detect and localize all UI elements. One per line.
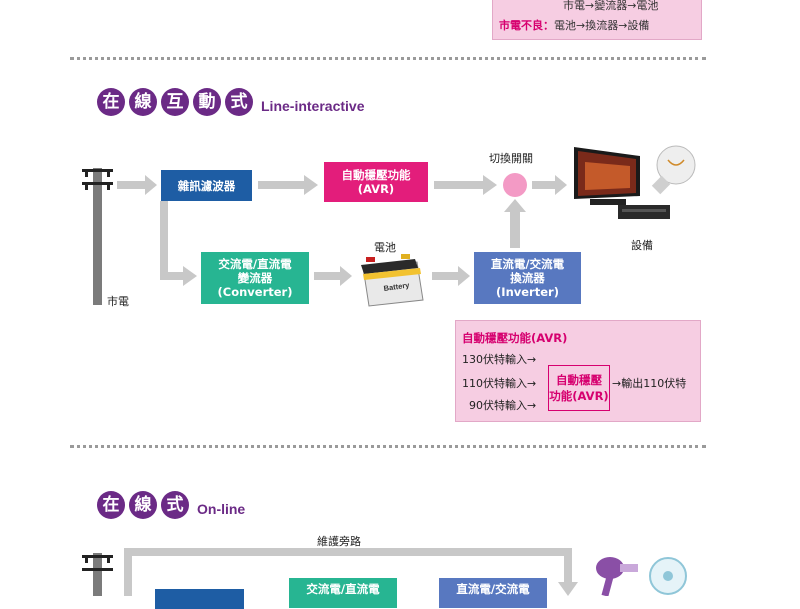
legend-fault-path: 市電不良：電池→換流器→設備 bbox=[499, 19, 650, 32]
utility-pole-icon bbox=[82, 168, 113, 305]
converter-box-2: 交流電/直流電 bbox=[289, 578, 397, 608]
section-divider bbox=[70, 445, 706, 448]
avr-input-110: 110伏特輸入→ bbox=[462, 377, 537, 390]
bypass-label: 維護旁路 bbox=[317, 535, 361, 548]
heading-char: 線 bbox=[129, 491, 157, 519]
avr-box: 自動穩壓功能 (AVR) bbox=[324, 162, 428, 202]
equipment-label: 設備 bbox=[631, 239, 653, 252]
heading-char: 在 bbox=[97, 491, 125, 519]
heading-english: Line-interactive bbox=[261, 98, 365, 114]
avr-output: →輸出110伏特 bbox=[612, 377, 687, 390]
heading-english: On-line bbox=[197, 501, 246, 517]
noise-filter-box-2 bbox=[155, 589, 244, 609]
utility-pole-icon-2 bbox=[82, 553, 113, 596]
flow-arrows bbox=[117, 175, 567, 286]
battery-brand-text: Battery bbox=[383, 280, 411, 293]
legend-normal-path: 市電→變流器→電池 bbox=[563, 0, 659, 12]
avr-input-90: 90伏特輸入→ bbox=[469, 399, 537, 412]
avr-detail-center: 自動穩壓 功能(AVR) bbox=[548, 365, 610, 411]
battery-label: 電池 bbox=[374, 241, 396, 254]
noise-filter-box: 雜訊濾波器 bbox=[161, 170, 252, 201]
battery-icon bbox=[361, 254, 424, 307]
light-bulb-icon bbox=[651, 145, 696, 195]
avr-detail-title: 自動穩壓功能(AVR) bbox=[462, 331, 568, 345]
section1-heading: 在 線 互 動 式 Line-interactive bbox=[97, 88, 364, 116]
avr-detail-box: 自動穩壓功能(AVR) 130伏特輸入→ 110伏特輸入→ 90伏特輸入→ 自動… bbox=[455, 320, 701, 422]
top-legend-box: 市電→變流器→電池 市電不良：電池→換流器→設備 bbox=[492, 0, 702, 40]
fan-icon bbox=[649, 557, 687, 595]
section-divider bbox=[70, 57, 706, 60]
section2-heading: 在 線 式 On-line bbox=[97, 491, 245, 519]
heading-char: 線 bbox=[129, 88, 157, 116]
heading-char: 在 bbox=[97, 88, 125, 116]
heading-char: 互 bbox=[161, 88, 189, 116]
hair-dryer-icon bbox=[596, 557, 638, 596]
inverter-box-2: 直流電/交流電 bbox=[439, 578, 547, 608]
section1-diagram-graphics: Battery bbox=[82, 145, 696, 596]
switch-label: 切換開關 bbox=[489, 152, 533, 165]
tv-icon bbox=[574, 147, 670, 219]
heading-char: 式 bbox=[161, 491, 189, 519]
switch-icon bbox=[503, 173, 527, 197]
bypass-arrow bbox=[124, 548, 578, 596]
inverter-box: 直流電/交流電 換流器 (Inverter) bbox=[474, 252, 581, 304]
heading-char: 動 bbox=[193, 88, 221, 116]
avr-input-130: 130伏特輸入→ bbox=[462, 353, 537, 366]
converter-box: 交流電/直流電 變流器 (Converter) bbox=[201, 252, 309, 304]
grid-label: 市電 bbox=[107, 295, 129, 308]
heading-char: 式 bbox=[225, 88, 253, 116]
